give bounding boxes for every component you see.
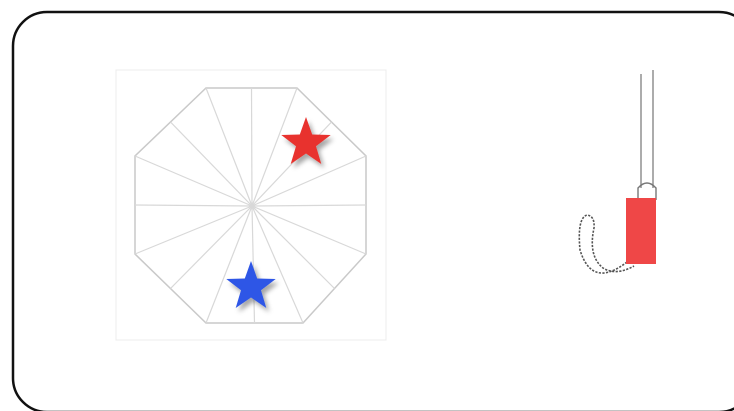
umbrella-strap <box>626 198 656 264</box>
rib-mid-0 <box>252 88 253 206</box>
umbrella-top-view <box>116 70 386 340</box>
